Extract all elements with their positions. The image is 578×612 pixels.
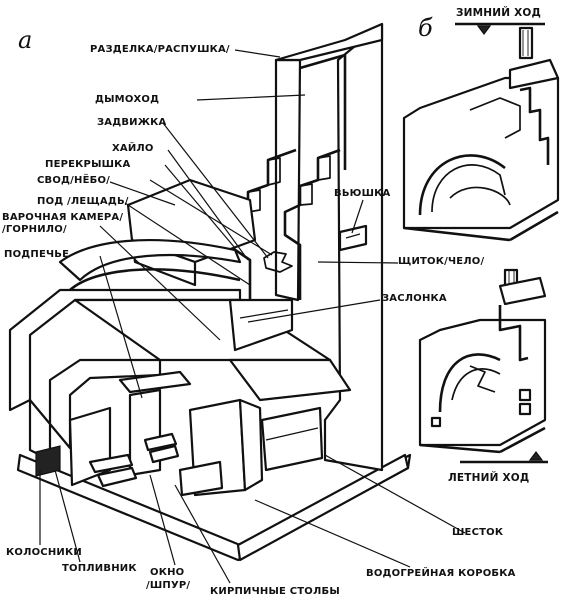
label-svod: СВОД/НЁБО/ <box>37 175 110 186</box>
label-vyushka: ВЬЮШКА <box>334 188 391 199</box>
summer-mode-drawing <box>418 268 548 464</box>
leader-lines <box>39 49 466 584</box>
svod-arch <box>58 239 242 282</box>
label-podpeche: ПОДПЕЧЬЕ <box>4 249 70 260</box>
label-perekryshka: ПЕРЕКРЫШКА <box>45 159 131 170</box>
label-letniy-khod: ЛЕТНИЙ ХОД <box>448 472 530 484</box>
label-zadvizhka: ЗАДВИЖКА <box>97 117 167 128</box>
label-kolosniki: КОЛОСНИКИ <box>6 547 82 558</box>
label-dymokhod: ДЫМОХОД <box>95 94 160 105</box>
label-khaylo: ХАЙЛО <box>112 143 154 154</box>
panel-label-b: б <box>418 14 433 42</box>
label-varochnaya: ВАРОЧНАЯ КАМЕРА/ <box>2 212 124 223</box>
label-toplivnik: ТОПЛИВНИК <box>62 563 137 574</box>
label-razdelka: РАЗДЕЛКА/РАСПУШКА/ <box>90 44 230 55</box>
main-stove-drawing <box>8 22 412 562</box>
label-okno: ОКНО <box>150 567 185 578</box>
label-pod: ПОД /ЛЕЩАДЬ/ <box>37 196 129 207</box>
label-shpur: /ШПУР/ <box>146 580 191 591</box>
water-box <box>260 406 324 472</box>
panel-label-a: а <box>18 26 33 54</box>
winter-mode-drawing <box>402 22 560 242</box>
shestok-ledge <box>228 358 352 402</box>
label-zimniy-khod: ЗИМНИЙ ХОД <box>456 7 542 19</box>
label-shchitok: ЩИТОК/ЧЕЛО/ <box>398 256 485 267</box>
label-shestok: ШЕСТОК <box>452 527 504 538</box>
kolosniki-grates <box>88 432 180 488</box>
zadvizhka-detail <box>263 251 293 273</box>
label-gornilo: /ГОРНИЛО/ <box>2 224 67 235</box>
vyushka-plate <box>338 224 368 252</box>
label-vodogreynaya: ВОДОГРЕЙНАЯ КОРОБКА <box>366 568 516 579</box>
label-zaslonka: ЗАСЛОНКА <box>382 293 447 304</box>
label-kirpichnye: КИРПИЧНЫЕ СТОЛБЫ <box>210 586 340 597</box>
okno-opening <box>178 460 224 497</box>
